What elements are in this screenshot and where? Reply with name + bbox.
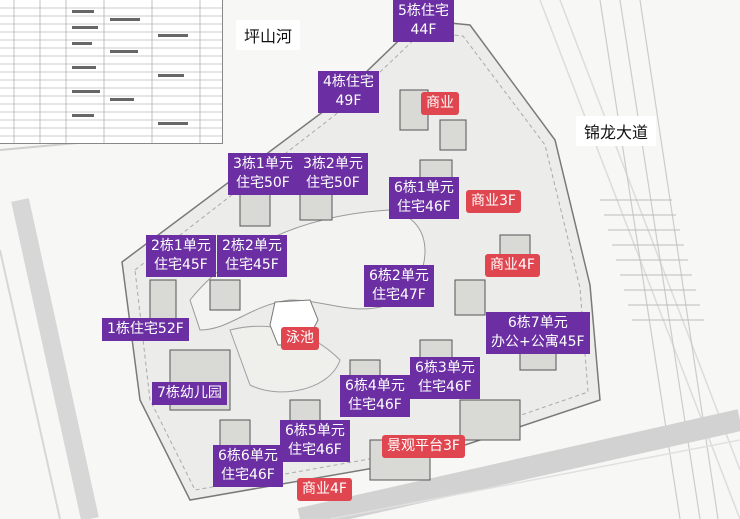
commerce-4f-bottom-label[interactable]: 商业4F — [297, 478, 352, 501]
legend-grid — [0, 0, 222, 143]
building-6-unit-2-floors: 住宅47F — [371, 287, 426, 303]
building-6-unit-6-name: 6栋6单元 — [218, 448, 278, 464]
building-2-unit-2-name: 2栋2单元 — [222, 238, 282, 254]
legend-table — [0, 0, 223, 144]
building-6-unit-6-label[interactable]: 6栋6单元 住宅46F — [213, 445, 283, 487]
building-2-unit-1-name: 2栋1单元 — [151, 238, 211, 254]
building-3-unit-1-name: 3栋1单元 — [233, 156, 293, 172]
building-6-unit-1-name: 6栋1单元 — [394, 180, 454, 196]
commerce-4f-right-label[interactable]: 商业4F — [485, 254, 540, 277]
building-6-unit-5-floors: 住宅46F — [287, 442, 342, 458]
building-6-unit-7-label[interactable]: 6栋7单元 办公+公寓45F — [486, 312, 590, 354]
building-6-unit-2-label[interactable]: 6栋2单元 住宅47F — [364, 265, 434, 307]
building-6-unit-3-name: 6栋3单元 — [415, 360, 475, 376]
building-2-unit-1-floors: 住宅45F — [153, 257, 208, 273]
building-6-unit-3-floors: 住宅46F — [417, 379, 472, 395]
building-6-unit-1-floors: 住宅46F — [396, 199, 451, 215]
building-2-unit-2-label[interactable]: 2栋2单元 住宅45F — [217, 235, 287, 277]
building-4-floors: 49F — [335, 93, 362, 109]
building-3-unit-2-name: 3栋2单元 — [303, 156, 363, 172]
avenue-label: 锦龙大道 — [576, 116, 657, 146]
building-6-unit-3-label[interactable]: 6栋3单元 住宅46F — [410, 357, 480, 399]
building-6-unit-5-name: 6栋5单元 — [285, 423, 345, 439]
building-6-unit-7-name: 6栋7单元 — [507, 315, 568, 331]
building-2-unit-2-floors: 住宅45F — [224, 257, 279, 273]
building-4-name: 4栋住宅 — [323, 74, 374, 90]
building-3-unit-1-label[interactable]: 3栋1单元 住宅50F — [228, 153, 298, 195]
building-5-floors: 44F — [410, 22, 437, 38]
building-7-label[interactable]: 7栋幼儿园 — [152, 382, 227, 405]
building-5-name: 5栋住宅 — [398, 3, 449, 19]
commerce-top-label[interactable]: 商业 — [421, 92, 459, 115]
commerce-3f-label[interactable]: 商业3F — [466, 190, 521, 213]
building-6-unit-4-label[interactable]: 6栋4单元 住宅46F — [340, 375, 410, 417]
building-2-unit-1-label[interactable]: 2栋1单元 住宅45F — [146, 235, 216, 277]
building-5-label[interactable]: 5栋住宅 44F — [393, 0, 454, 42]
building-6-unit-4-name: 6栋4单元 — [345, 378, 405, 394]
pool-label[interactable]: 泳池 — [281, 327, 319, 350]
river-label: 坪山河 — [236, 20, 301, 50]
landscape-terrace-label[interactable]: 景观平台3F — [382, 435, 465, 458]
building-6-unit-4-floors: 住宅46F — [347, 397, 402, 413]
building-6-unit-2-name: 6栋2单元 — [369, 268, 429, 284]
building-1-label[interactable]: 1栋住宅52F — [102, 318, 189, 341]
building-3-unit-1-floors: 住宅50F — [235, 175, 290, 191]
building-3-unit-2-floors: 住宅50F — [305, 175, 360, 191]
building-4-label[interactable]: 4栋住宅 49F — [318, 71, 379, 113]
building-6-unit-7-use: 办公+公寓45F — [491, 334, 585, 350]
building-6-unit-6-floors: 住宅46F — [220, 467, 275, 483]
building-6-unit-5-label[interactable]: 6栋5单元 住宅46F — [280, 420, 350, 462]
building-6-unit-1-label[interactable]: 6栋1单元 住宅46F — [389, 177, 459, 219]
building-3-unit-2-label[interactable]: 3栋2单元 住宅50F — [298, 153, 368, 195]
